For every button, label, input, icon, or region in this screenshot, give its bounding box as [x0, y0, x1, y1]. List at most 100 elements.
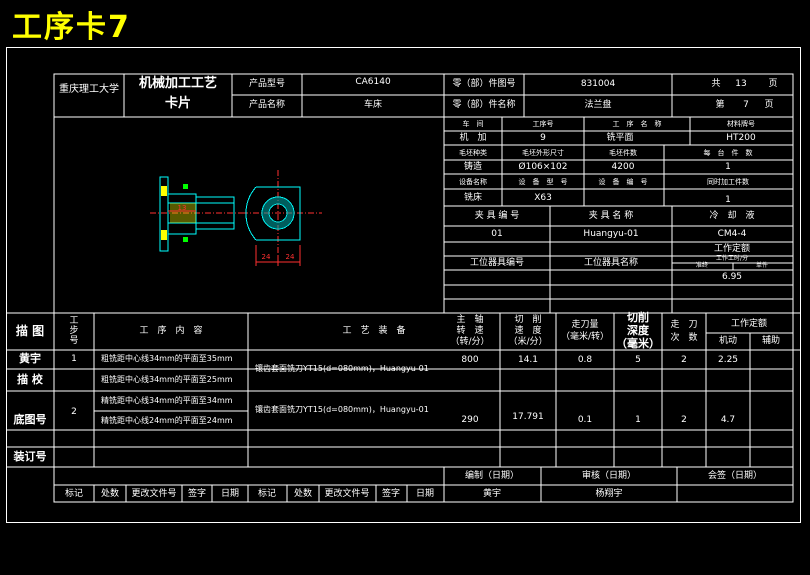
- feed-label-1: 走刀量: [571, 320, 599, 330]
- school-name: 重庆理工大学: [59, 84, 119, 95]
- process-name: 铣平面: [606, 133, 634, 143]
- equip-no-label: 设 备 编 号: [598, 178, 648, 186]
- product-name-label: 产品名称: [248, 100, 286, 110]
- change-count-label: 处数: [293, 489, 313, 499]
- change-doc-label: 更改文件号: [324, 489, 370, 499]
- step-content: 粗铣距中心线34mm的平面至25mm: [101, 375, 233, 384]
- current-unit: 页: [764, 100, 774, 110]
- step-machine-time: 2.25: [717, 355, 739, 365]
- per-unit: 1: [725, 162, 731, 172]
- cut-speed-label-2: 速 度: [514, 326, 542, 336]
- step-feed: 0.1: [577, 415, 593, 425]
- dim-label: 24: [261, 253, 271, 261]
- step-no: 1: [71, 354, 77, 364]
- base-label: 底图号: [13, 413, 47, 426]
- single-label: 准终: [695, 262, 709, 269]
- part-name: 法兰盘: [584, 100, 612, 110]
- simul-count: 1: [725, 195, 731, 205]
- change-mark-label: 标记: [257, 489, 277, 499]
- part-name-label: 零（部）件名称: [452, 100, 516, 110]
- simul-label: 同时加工件数: [707, 178, 749, 186]
- blank-type: 铸造: [463, 162, 483, 172]
- trace-label: 黄宇: [19, 352, 41, 365]
- part-no: 831004: [580, 79, 616, 89]
- station-tool-name-label: 工位器具名称: [583, 258, 639, 268]
- step-passes: 2: [681, 415, 687, 425]
- step-content: 精铣距中心线24mm的平面至24mm: [101, 416, 233, 425]
- step-cut-speed: 14.1: [517, 355, 539, 365]
- fixture-no-label: 夹 具 编 号: [474, 211, 520, 221]
- current-page: 7: [743, 100, 749, 110]
- change-date-label: 日期: [415, 489, 435, 499]
- coolant-label: 冷 却 液: [709, 211, 755, 221]
- equip-name: 铣床: [463, 193, 483, 203]
- total-label: 共: [711, 79, 721, 89]
- drawing-frame: [6, 47, 801, 523]
- feed-label-2: （毫米/转）: [560, 332, 610, 342]
- fixture-name-label: 夹 具 名 称: [588, 211, 634, 221]
- step-content: 粗铣距中心线34mm的平面至35mm: [101, 354, 233, 363]
- part-drawing: [150, 170, 322, 266]
- page-title: 工序卡7: [12, 10, 131, 45]
- check-label: 描 校: [17, 373, 43, 386]
- step-depth: 5: [635, 355, 641, 365]
- fixture-name: Huangyu-01: [583, 229, 639, 239]
- fixture-no: 01: [491, 229, 503, 239]
- change-date-label: 日期: [220, 489, 240, 499]
- spindle-label-2: 转 速: [456, 326, 484, 336]
- blank-size-label: 毛坯外形尺寸: [522, 149, 564, 157]
- equipment-label: 工 艺 装 备: [342, 326, 406, 336]
- step-spindle: 800: [461, 355, 479, 365]
- spindle-label-3: （转/分）: [450, 337, 490, 347]
- equip-model: X63: [534, 193, 552, 203]
- step-passes: 2: [681, 355, 687, 365]
- equip-name-label: 设备名称: [459, 178, 487, 186]
- cut-speed-label-1: 切 削: [514, 315, 542, 325]
- workshop-label: 车 间: [462, 120, 484, 128]
- dim-label: 13: [177, 204, 187, 212]
- step-content: 精铣距中心线34mm的平面至34mm: [101, 396, 233, 405]
- binding-label: 装订号: [13, 450, 47, 463]
- depth-label-1: 切削: [627, 311, 649, 324]
- blank-type-label: 毛坯种类: [459, 149, 487, 157]
- change-sign-label: 签字: [381, 489, 401, 499]
- product-model: CA6140: [355, 77, 391, 87]
- prep-end-label: 工作工时/分: [715, 255, 749, 262]
- step-equipment: 镶齿套面铣刀YT15(d=080mm)，Huangyu-01: [255, 364, 429, 373]
- passes-label-2: 次 数: [670, 333, 698, 343]
- page-unit: 页: [768, 79, 778, 89]
- reviewed-by: 杨翔宇: [595, 489, 623, 499]
- product-name: 车床: [363, 100, 383, 110]
- signed-label: 会签（日期）: [707, 471, 763, 481]
- change-doc-label: 更改文件号: [131, 489, 177, 499]
- equip-model-label: 设 备 型 号: [518, 178, 568, 186]
- step-cut-speed: 17.791: [512, 412, 544, 422]
- step-depth: 1: [635, 415, 641, 425]
- blank-count: 4200: [611, 162, 635, 172]
- per-unit-label: 每 台 件 数: [703, 149, 753, 157]
- station-tool-no-label: 工位器具编号: [469, 258, 525, 268]
- material-label: 材料牌号: [727, 120, 755, 128]
- time-quota-label: 工作定额: [713, 244, 751, 254]
- process-no-label: 工序号: [532, 120, 554, 128]
- product-model-label: 产品型号: [248, 79, 286, 89]
- process-name-label: 工 序 名 称: [612, 120, 662, 128]
- single2-label: 单件: [755, 262, 769, 269]
- spindle-label-1: 主 轴: [456, 315, 484, 325]
- change-count-label: 处数: [100, 489, 120, 499]
- step-spindle: 290: [461, 415, 479, 425]
- change-mark-label: 标记: [64, 489, 84, 499]
- machine-label: 机动: [718, 336, 738, 346]
- step-no: 2: [71, 407, 77, 417]
- step-equipment: 镶齿套面铣刀YT15(d=080mm)，Huangyu-01: [255, 405, 429, 414]
- blank-size: Ø106×102: [518, 162, 568, 172]
- workshop: 机 加: [459, 133, 487, 143]
- current-label: 第: [715, 100, 725, 110]
- material: HT200: [726, 133, 756, 143]
- step-feed: 0.8: [577, 355, 593, 365]
- aux-label: 辅助: [761, 336, 781, 346]
- depth-label-2: 深度: [627, 324, 649, 337]
- time-value: 6.95: [721, 272, 743, 282]
- step-no-label: 工 步 号: [69, 316, 79, 346]
